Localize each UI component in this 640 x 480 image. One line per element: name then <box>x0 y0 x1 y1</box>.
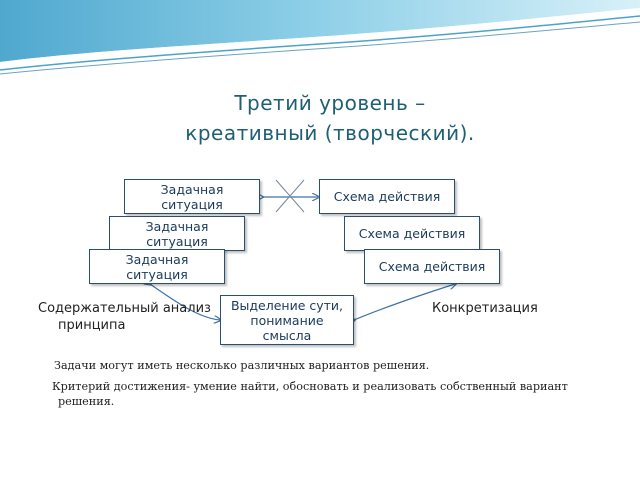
action-scheme-box-3: Схема действия <box>364 249 500 284</box>
note-2-line-2: решения. <box>58 395 115 408</box>
task-situation-box-1: Задачная ситуация <box>124 179 260 214</box>
left-label-line-2: принципа <box>58 318 126 333</box>
header-wave-decoration <box>0 0 640 75</box>
left-label: Содержательный анализ принципа <box>38 300 211 334</box>
action-scheme-box-2: Схема действия <box>344 216 480 251</box>
title-line-2: креативный (творческий). <box>185 121 475 145</box>
right-label: Конкретизация <box>432 301 538 316</box>
cross-line-2 <box>275 179 305 213</box>
action-scheme-box-1: Схема действия <box>319 179 455 214</box>
task-situation-box-3: Задачная ситуация <box>89 249 225 284</box>
note-2-line-1: Критерий достижения- умение найти, обосн… <box>52 380 568 393</box>
task-situation-box-2: Задачная ситуация <box>109 216 245 251</box>
center-box: Выделение сути, понимание смысла <box>220 295 354 345</box>
left-label-line-1: Содержательный анализ <box>38 301 211 316</box>
note-1: Задачи могут иметь несколько различных в… <box>54 359 430 372</box>
note-2: Критерий достижения- умение найти, обосн… <box>52 379 592 409</box>
title-line-1: Третий уровень – <box>234 91 426 115</box>
slide-title: Третий уровень – креативный (творческий)… <box>150 88 510 148</box>
cross-line-1 <box>275 179 305 213</box>
